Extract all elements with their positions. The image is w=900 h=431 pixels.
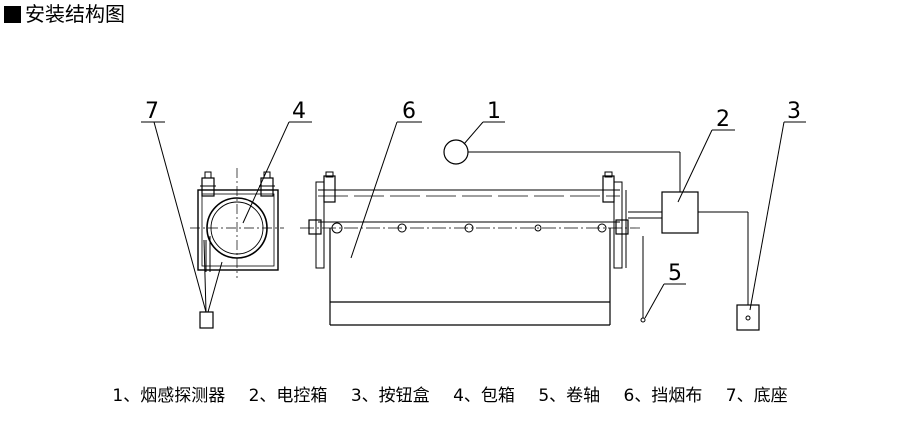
installation-diagram: 7 4 6 1 2 3 5 [141,99,806,331]
page-title: 安装结构图 [4,2,125,26]
legend-item: 4、包箱 [453,386,515,406]
callout-leaders [141,121,806,319]
black-square-icon [4,5,21,23]
legend-item: 5、卷轴 [538,386,601,406]
page-title-text: 安装结构图 [25,2,125,26]
base-block [199,311,214,329]
side-view-housing [190,168,284,278]
callout-6: 6 [402,99,416,124]
callout-1: 1 [487,99,501,124]
front-view-housing [300,171,640,269]
callout-5: 5 [668,261,682,286]
legend-item: 7、底座 [725,386,788,406]
callout-2: 2 [716,107,730,132]
legend-item: 2、电控箱 [248,386,328,406]
smoke-curtain [329,228,611,326]
legend-item: 3、按钮盒 [350,386,430,406]
callout-7: 7 [145,99,159,124]
legend-item: 6、挡烟布 [623,386,703,406]
callout-4: 4 [292,99,306,124]
legend-item: 1、烟感探测器 [112,386,226,406]
parts-legend: 1、烟感探测器 2、电控箱 3、按钮盒 4、包箱 5、卷轴 6、挡烟布 7、底座 [0,385,900,407]
button-box [736,304,760,331]
callout-3: 3 [787,99,801,124]
